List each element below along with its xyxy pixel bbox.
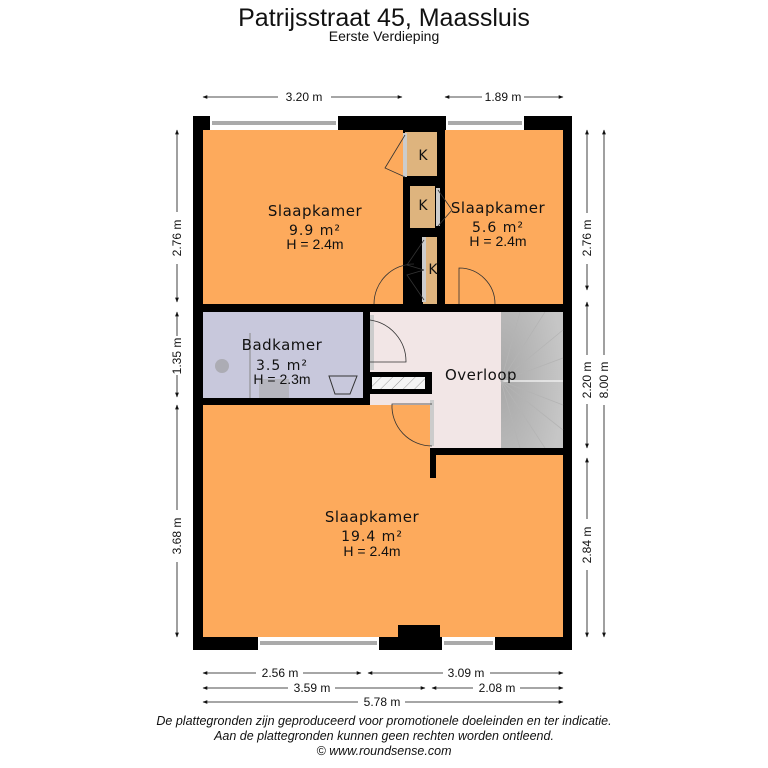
room-label-overloop: Overloop	[445, 366, 517, 384]
doors	[369, 133, 496, 447]
dim-right-total: 8.00 m	[597, 362, 611, 399]
copyright: © www.roundsense.com	[316, 744, 452, 758]
closet-2	[409, 186, 435, 228]
dim-top-left: 3.20 m	[286, 90, 323, 104]
dim-bottom-1a: 2.56 m	[262, 666, 299, 680]
dim-right-3: 2.84 m	[580, 527, 594, 564]
stairs	[501, 312, 563, 448]
room-height-slaapkamer-2: H = 2.4m	[469, 233, 526, 249]
disclaimer-line-2: Aan de plattegronden kunnen geen rechten…	[214, 729, 554, 743]
dim-bottom-2b: 2.08 m	[479, 681, 516, 695]
room-label-slaapkamer-2: Slaapkamer	[451, 199, 546, 217]
dim-left-1: 2.76 m	[170, 220, 184, 257]
room-label-slaapkamer-1: Slaapkamer	[268, 202, 363, 220]
dim-right-1: 2.76 m	[580, 220, 594, 257]
disclaimer-line-1: De plattegronden zijn geproduceerd voor …	[156, 714, 612, 728]
room-height-badkamer: H = 2.3m	[253, 371, 310, 387]
stair-treads	[500, 311, 564, 449]
window-bottom-right	[442, 637, 495, 650]
dim-left-3: 3.68 m	[170, 518, 184, 555]
dimension-lines	[175, 95, 606, 704]
window-top-right	[446, 116, 524, 130]
plan-title: Patrijsstraat 45, Maassluis	[238, 4, 530, 32]
room-label-slaapkamer-3: Slaapkamer	[325, 508, 420, 526]
dim-bottom-total: 5.78 m	[364, 695, 401, 709]
room-area-badkamer: 3.5 m²	[256, 358, 308, 374]
room-height-slaapkamer-1: H = 2.4m	[286, 236, 343, 252]
shaft	[372, 377, 425, 389]
window-top-left	[210, 116, 338, 130]
closet-label-1: K	[418, 148, 428, 164]
window-bottom-left	[258, 637, 379, 650]
dim-bottom-1b: 3.09 m	[448, 666, 485, 680]
dim-bottom-2a: 3.59 m	[294, 681, 331, 695]
closet-label-3: K	[428, 262, 438, 278]
room-slaapkamer-3	[203, 405, 563, 637]
room-area-slaapkamer-1: 9.9 m²	[289, 223, 341, 239]
room-height-slaapkamer-3: H = 2.4m	[343, 543, 400, 559]
room-area-slaapkamer-2: 5.6 m²	[472, 220, 524, 236]
floor-subtitle: Eerste Verdieping	[328, 28, 440, 44]
closet-label-2: K	[418, 198, 428, 214]
dim-left-2: 1.35 m	[170, 338, 184, 375]
dim-top-right: 1.89 m	[485, 90, 522, 104]
bathroom-fixtures	[215, 333, 358, 398]
closet-1	[405, 132, 437, 176]
room-slaapkamer-1	[203, 130, 403, 304]
room-area-slaapkamer-3: 19.4 m²	[341, 529, 403, 545]
room-label-badkamer: Badkamer	[242, 336, 323, 354]
room-slaapkamer-2	[445, 130, 563, 304]
closet-3	[423, 237, 437, 304]
dim-right-2: 2.20 m	[580, 362, 594, 399]
